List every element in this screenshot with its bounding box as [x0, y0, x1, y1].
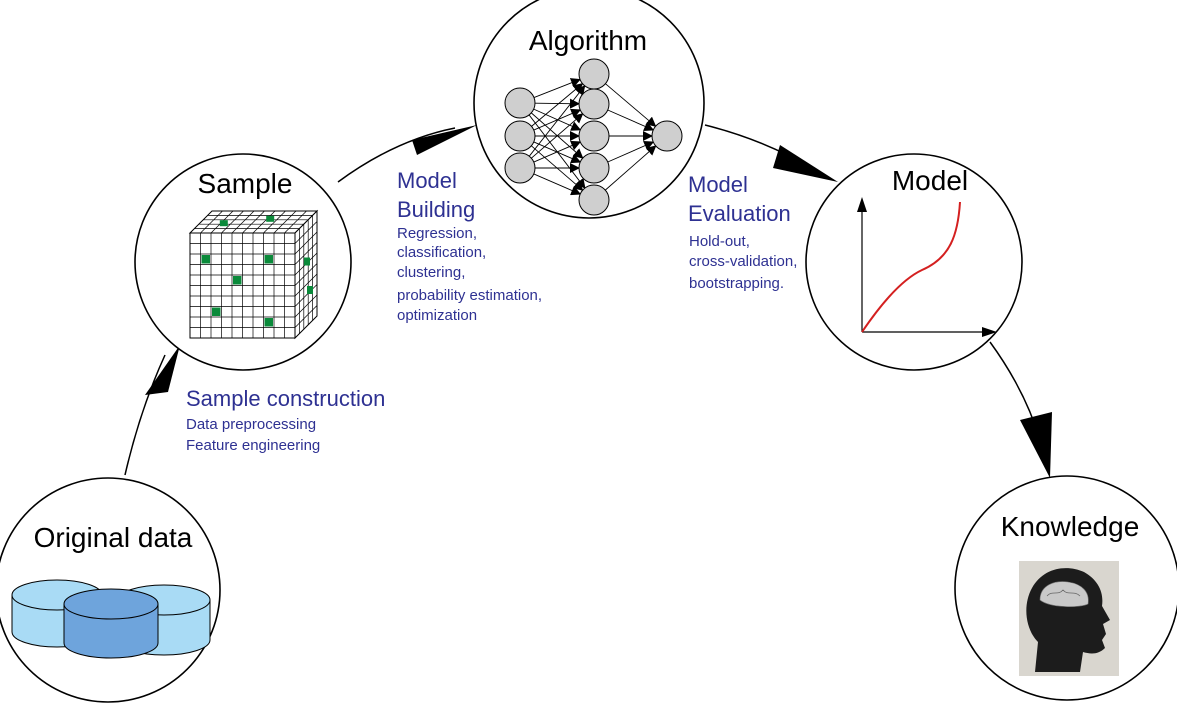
- cube-highlighted-cells: [201, 215, 313, 327]
- algorithm-title: Algorithm: [529, 25, 647, 56]
- model-building-detail: Regression,: [397, 225, 477, 242]
- grid-cube-icon: [188, 209, 319, 340]
- arrowhead-to-knowledge: [1020, 412, 1052, 478]
- knowledge-title: Knowledge: [1001, 511, 1140, 542]
- model-title: Model: [892, 165, 968, 196]
- arrowhead-to-algorithm: [412, 125, 477, 155]
- sample-construction-title: Sample construction: [186, 386, 385, 411]
- y-axis-arrowhead: [857, 197, 867, 212]
- flow-arrows: [124, 124, 1052, 478]
- brain-folds: [1046, 589, 1081, 597]
- stage-model-evaluation: Model Evaluation Hold-out, cross-validat…: [688, 172, 797, 292]
- node-algorithm: Algorithm: [473, 0, 705, 219]
- node-sample: Sample: [134, 153, 352, 371]
- sample-construction-detail: Feature engineering: [186, 437, 320, 454]
- model-evaluation-title: Evaluation: [688, 201, 791, 226]
- cube-side-face: [294, 209, 318, 340]
- brain-shape: [1039, 581, 1089, 607]
- stage-model-building: Model Building Regression, classificatio…: [397, 168, 542, 324]
- model-building-title: Building: [397, 197, 475, 222]
- model-building-title: Model: [397, 168, 457, 193]
- cube-front-face: [189, 232, 296, 339]
- model-evaluation-title: Model: [688, 172, 748, 197]
- network-connections: [528, 78, 657, 196]
- sample-construction-detail: Data preprocessing: [186, 416, 316, 433]
- head-brain-icon: [1019, 561, 1119, 676]
- cube-top-face: [188, 210, 319, 234]
- model-building-detail: clustering,: [397, 264, 465, 281]
- original-data-title: Original data: [34, 522, 193, 553]
- arrowhead-to-model: [773, 145, 838, 182]
- node-knowledge: Knowledge: [954, 475, 1177, 701]
- node-original-data: Original data: [0, 477, 221, 703]
- model-building-detail: optimization: [397, 307, 477, 324]
- arrowhead-to-sample: [145, 345, 180, 395]
- model-curve: [861, 201, 961, 333]
- model-building-detail: probability estimation,: [397, 287, 542, 304]
- model-evaluation-detail: Hold-out,: [689, 233, 750, 250]
- node-model: Model: [805, 153, 1023, 371]
- stage-sample-construction: Sample construction Data preprocessing F…: [186, 386, 385, 454]
- curve-plot-icon: [857, 197, 997, 337]
- network-neurons: [504, 58, 683, 216]
- database-cylinders-icon: [11, 579, 211, 659]
- sample-title: Sample: [198, 168, 293, 199]
- neural-network-icon: [504, 58, 683, 216]
- model-evaluation-detail: bootstrapping.: [689, 275, 784, 292]
- arrow-data-to-sample: [124, 354, 166, 476]
- model-evaluation-detail: cross-validation,: [689, 253, 797, 270]
- x-axis-arrowhead: [982, 327, 997, 337]
- arrow-sample-to-algorithm: [337, 127, 456, 183]
- model-building-detail: classification,: [397, 244, 486, 261]
